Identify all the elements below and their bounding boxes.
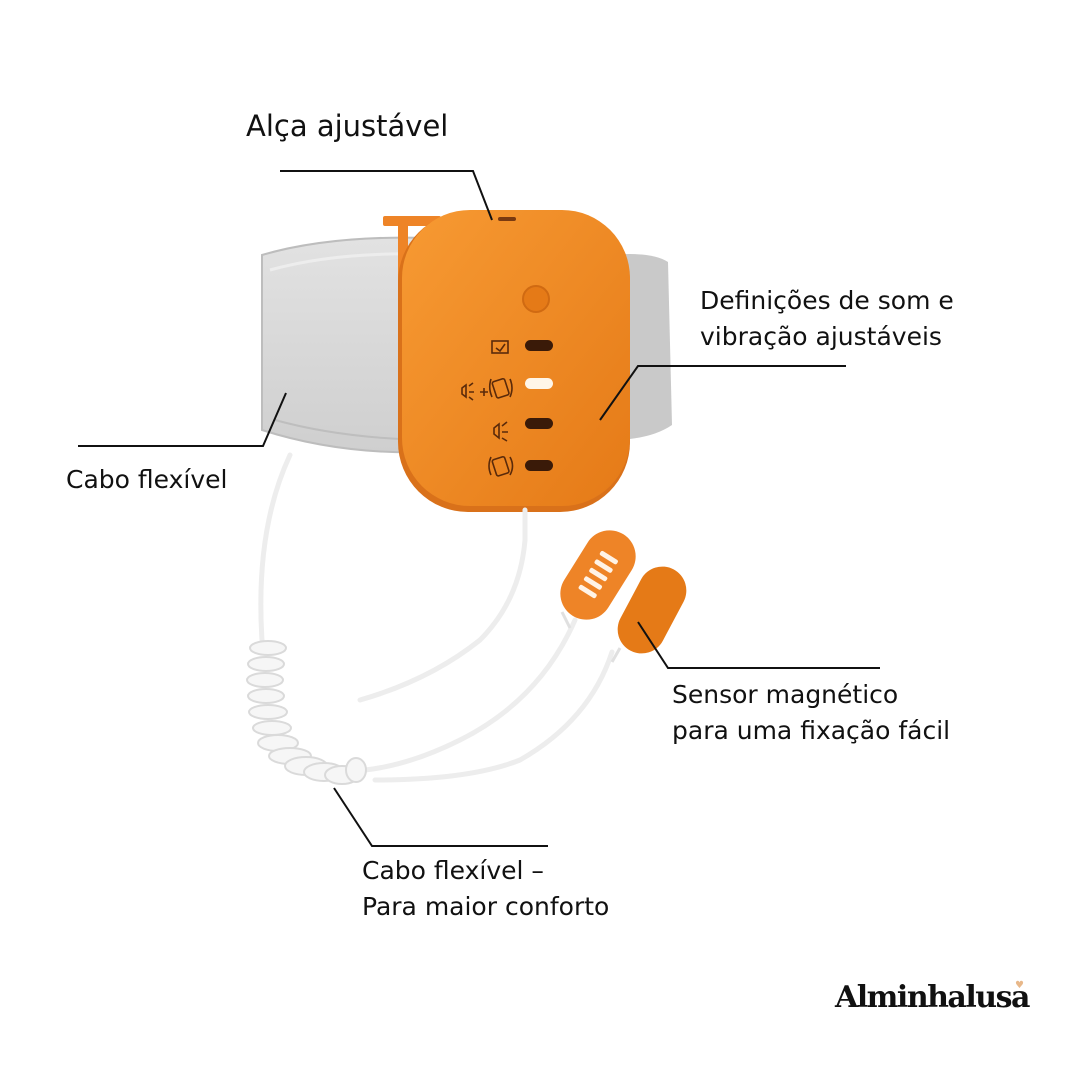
vibration-icon — [488, 455, 514, 477]
indicator-sound — [525, 418, 553, 429]
label-coil-line-1: Cabo flexível – — [362, 856, 544, 885]
sound-icon — [493, 421, 508, 442]
power-button — [522, 285, 550, 313]
coiled-cable — [246, 640, 367, 785]
indicator-vibration — [525, 460, 553, 471]
indicator-sound-vibration — [525, 378, 553, 389]
leader-strap — [280, 170, 493, 221]
leader-lines — [78, 170, 880, 847]
leader-cable — [78, 392, 287, 447]
brand-logo: Alminhalusa — [835, 980, 1030, 1015]
main-device — [398, 210, 630, 512]
label-sensor-line-2: para uma fixação fácil — [672, 716, 951, 745]
label-flexible-cable-text: Cabo flexível — [66, 465, 228, 494]
label-flexible-cable: Cabo flexível — [66, 462, 227, 498]
label-magnetic-sensor: Sensor magnético para uma fixação fácil — [672, 677, 950, 749]
cable — [258, 452, 615, 783]
magnetic-sensor — [560, 530, 687, 663]
indicator-battery — [525, 340, 553, 351]
label-sound-vibration-settings: Definições de som e vibração ajustáveis — [700, 283, 954, 355]
leader-settings — [599, 365, 846, 421]
label-coil-line-2: Para maior conforto — [362, 892, 610, 921]
leader-coil — [333, 787, 548, 847]
heart-icon: ♥ — [1015, 980, 1024, 991]
leader-sensor — [637, 621, 880, 669]
label-adjustable-strap: Alça ajustável — [246, 108, 448, 144]
label-adjustable-strap-text: Alça ajustável — [246, 109, 449, 143]
label-coiled-cable: Cabo flexível – Para maior conforto — [362, 853, 609, 925]
buckle — [383, 216, 441, 226]
label-settings-line-1: Definições de som e — [700, 286, 954, 315]
sound-plus-vibration-icon — [461, 377, 513, 401]
label-settings-line-2: vibração ajustáveis — [700, 322, 942, 351]
label-sensor-line-1: Sensor magnético — [672, 680, 899, 709]
charging-port — [498, 217, 516, 221]
battery-icon — [491, 340, 509, 354]
